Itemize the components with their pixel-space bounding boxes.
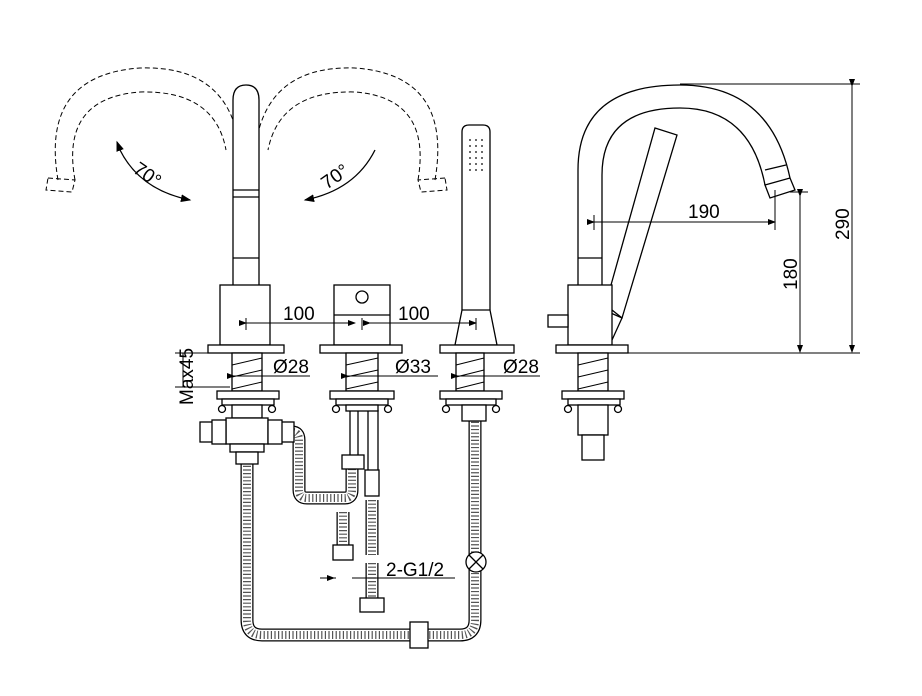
handle-front-view: [319, 284, 403, 414]
spacing-left-label: 100: [283, 304, 315, 325]
dia-shower-label: Ø28: [503, 357, 539, 378]
angle-right-label: 70°: [318, 160, 354, 194]
spout-front-view: [45, 67, 448, 465]
dimension-labels: 70° 70° 100 100 Ø28 Ø33 Ø28 Max45 190 18…: [129, 158, 854, 581]
spacing-right-label: 100: [398, 304, 430, 325]
angle-left-label: 70°: [129, 158, 165, 192]
dia-spout-label: Ø28: [273, 357, 309, 378]
spout-side-view: [547, 84, 796, 461]
total-height-label: 290: [833, 208, 854, 240]
connection-label: 2-G1/2: [386, 560, 444, 581]
max-thickness-label: Max45: [177, 348, 198, 405]
hand-shower-front-view: [439, 124, 515, 422]
dia-handle-label: Ø33: [395, 357, 431, 378]
spout-height-label: 180: [781, 258, 802, 290]
reach-label: 190: [688, 202, 720, 223]
dimension-lines: [175, 79, 860, 581]
hoses: [240, 410, 487, 649]
